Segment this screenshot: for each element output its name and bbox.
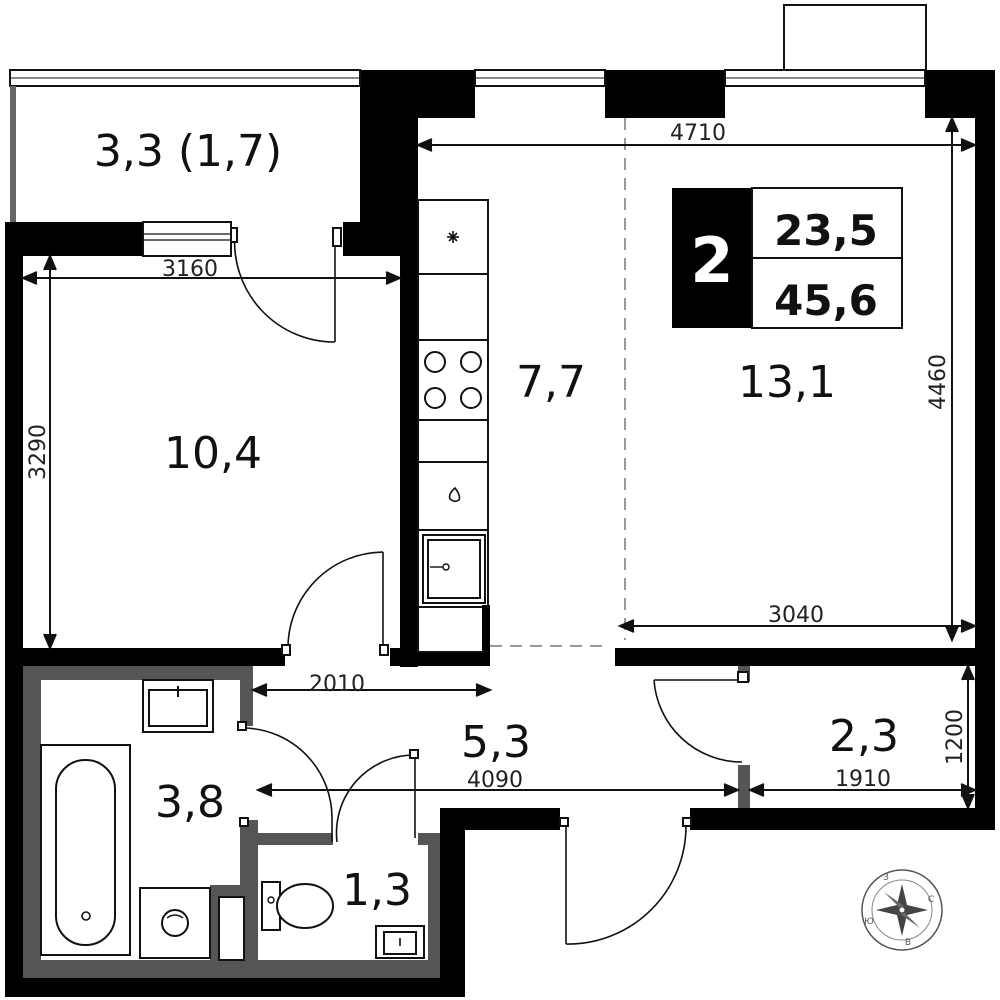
windows (142, 4, 927, 257)
badge-living-area: 23,5 (774, 206, 878, 255)
kitchen-sink (422, 534, 486, 604)
compass-west: Ю (864, 917, 874, 927)
area-hall: 5,3 (461, 717, 531, 768)
dim-living-height: 4460 (926, 354, 951, 410)
zone-divider (490, 118, 626, 647)
area-balcony: 3,3 (1,7) (94, 126, 282, 177)
compass-south: В (905, 938, 911, 948)
water-drop-icon (448, 486, 461, 503)
badge-room-count: 2 (690, 224, 733, 297)
dim-living-lower-width: 3040 (768, 603, 824, 628)
bathtub (40, 744, 131, 956)
kitchen-counter (417, 199, 490, 653)
balcony (9, 69, 361, 222)
badge-total-area: 45,6 (774, 276, 878, 325)
dim-hall-upper: 2010 (309, 672, 365, 697)
area-living: 13,1 (738, 357, 836, 408)
area-storage: 2,3 (829, 711, 899, 762)
compass-north: З (883, 873, 889, 883)
dim-storage-width: 1910 (835, 767, 891, 792)
compass-icon: З С В Ю (861, 869, 943, 951)
wc-sink (375, 925, 425, 959)
dim-bedroom-width: 3160 (162, 257, 218, 282)
dim-bedroom-height: 3290 (26, 424, 51, 480)
washbasin (142, 679, 214, 733)
area-bedroom: 10,4 (164, 428, 262, 479)
dimension-lines (20, 115, 978, 811)
dim-hall-width: 4090 (467, 768, 523, 793)
bathroom-fixtures (40, 679, 245, 961)
area-bathroom: 3,8 (155, 777, 225, 828)
wc-fixtures (261, 881, 425, 959)
dimension-labels: 4710 4460 3040 3160 3290 2010 4090 1910 … (26, 121, 968, 793)
compass-east: С (928, 895, 934, 905)
area-badge: 2 23,5 45,6 (672, 187, 903, 329)
area-kitchen: 7,7 (516, 357, 586, 408)
area-wc: 1,3 (342, 865, 412, 916)
snowflake-icon (447, 231, 459, 243)
toilet (261, 881, 334, 931)
dim-living-width: 4710 (670, 121, 726, 146)
doors (230, 227, 749, 945)
room-labels: 3,3 (1,7) 10,4 7,7 13,1 5,3 3,8 1,3 2,3 (94, 126, 899, 916)
dim-storage-height: 1200 (943, 709, 968, 765)
stove-icon (424, 351, 482, 409)
exterior-walls (5, 70, 995, 997)
washing-machine (139, 887, 211, 959)
